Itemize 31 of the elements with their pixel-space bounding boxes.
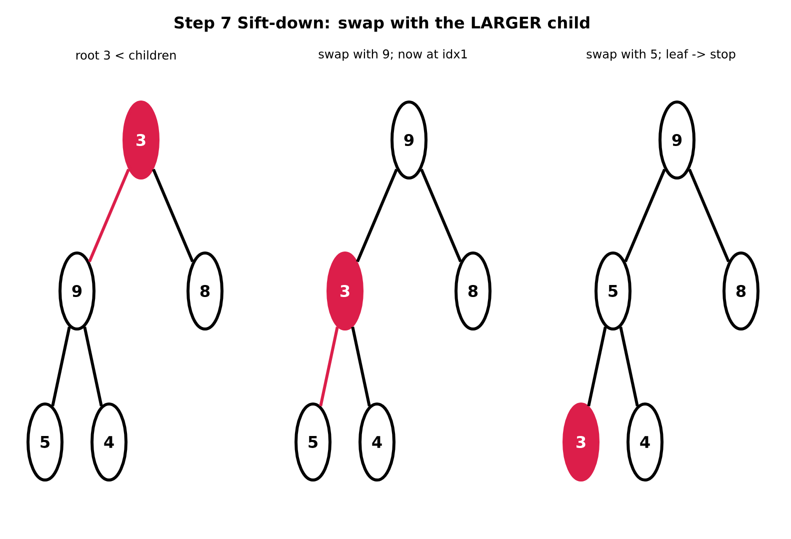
tree-node: 5 bbox=[594, 252, 632, 330]
tree-edge bbox=[619, 326, 639, 406]
tree-edge bbox=[152, 168, 194, 262]
tree-node: 4 bbox=[626, 402, 664, 482]
tree-node: 9 bbox=[658, 100, 696, 180]
tree-node: 3 bbox=[326, 252, 364, 330]
tree-node: 9 bbox=[58, 252, 96, 330]
tree-edge bbox=[356, 168, 398, 262]
panel-caption: root 3 < children bbox=[76, 50, 176, 60]
tree-node: 5 bbox=[294, 402, 332, 482]
tree-edge bbox=[319, 326, 339, 406]
tree-node: 8 bbox=[454, 252, 492, 330]
panel-caption: swap with 9; now at idx1 bbox=[318, 49, 467, 61]
tree-node: 9 bbox=[390, 100, 428, 180]
tree-node: 5 bbox=[26, 402, 64, 482]
tree-edge bbox=[587, 326, 607, 406]
tree-node: 4 bbox=[90, 402, 128, 482]
tree-edge bbox=[688, 168, 730, 262]
tree-edge bbox=[88, 168, 130, 262]
tree-node: 3 bbox=[122, 100, 160, 180]
tree-edge bbox=[420, 168, 462, 262]
tree-edge bbox=[624, 168, 666, 262]
title: Step 7 Sift-down: swap with the LARGER child bbox=[174, 16, 590, 32]
tree-node: 4 bbox=[358, 402, 396, 482]
tree-edge bbox=[351, 326, 371, 406]
tree-node: 3 bbox=[562, 402, 600, 482]
tree-edge bbox=[51, 326, 71, 406]
tree-node: 8 bbox=[186, 252, 224, 330]
tree-edge bbox=[83, 326, 103, 406]
panel-caption: swap with 5; leaf -> stop bbox=[586, 49, 736, 61]
tree-node: 8 bbox=[722, 252, 760, 330]
